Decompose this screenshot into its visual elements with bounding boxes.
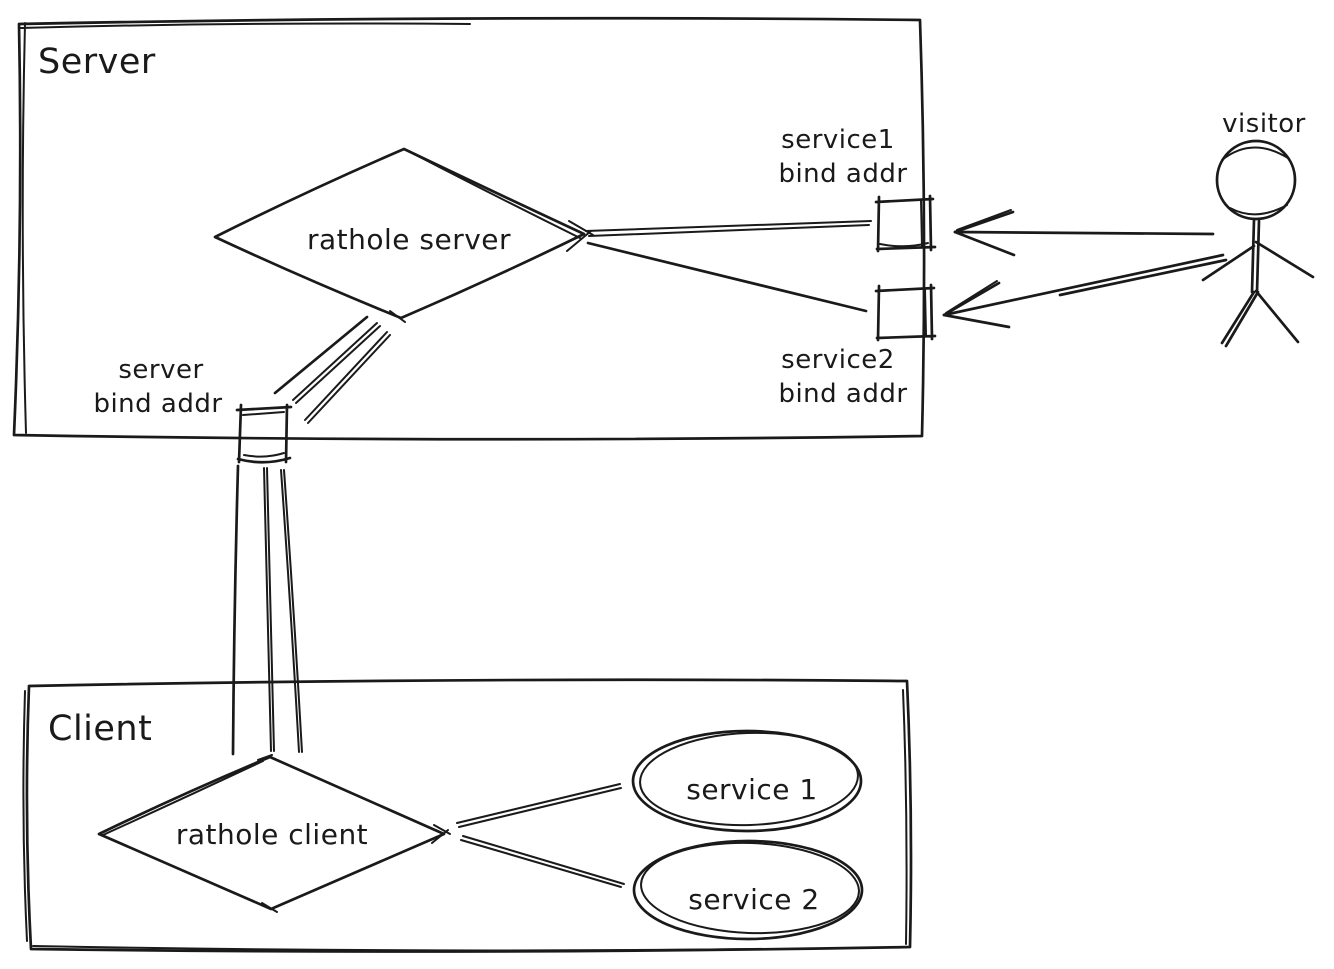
client-box: Client: [22, 678, 913, 953]
arrow-head-overdraw: [945, 280, 998, 314]
edge-rathole-server-to-service1-port: [585, 220, 872, 237]
service1-ellipse-overdraw: [639, 731, 859, 827]
edge-line: [586, 241, 868, 313]
service2-ellipse-overdraw: [640, 841, 860, 935]
server-box-border: [12, 16, 926, 441]
service2-node: service 2: [632, 839, 864, 941]
tunnel-line-1: [231, 464, 240, 756]
server-port-square: [235, 403, 293, 464]
server-box-border-overdraw: [19, 22, 471, 434]
tunnel-line-2: [263, 467, 275, 752]
client-box-border-overdraw: [22, 689, 908, 952]
server-box-label: Server: [38, 42, 156, 82]
edge-line: [460, 835, 625, 888]
visitor-arms: [1201, 240, 1315, 282]
service1-ellipse: [631, 729, 863, 833]
edge-rathole-server-to-bind-port: [273, 315, 391, 424]
service2-port-label-line2: bind addr: [778, 379, 907, 409]
server-port-square-overdraw: [242, 411, 285, 458]
hatch-line-1: [273, 315, 369, 395]
service1-port-label-line1: service1: [781, 125, 895, 155]
rathole-server-diamond: [213, 147, 586, 320]
server-port-label-line1: server: [118, 355, 203, 385]
edge-rathole-client-to-service2: [460, 835, 625, 888]
client-box-border: [25, 678, 913, 953]
rathole-client-node: rathole client: [97, 754, 451, 913]
edge-line: [585, 220, 872, 237]
visitor-body: [1250, 218, 1261, 294]
server-bind-addr-port: server bind addr: [93, 355, 293, 464]
service2-ellipse: [632, 839, 864, 941]
visitor-head-overdraw: [1221, 146, 1289, 216]
visitor-label: visitor: [1222, 109, 1306, 139]
edge-rathole-client-to-service1: [456, 783, 622, 828]
service2-port-square-overdraw: [924, 288, 927, 336]
hatch-line-2: [292, 322, 381, 404]
rathole-client-label: rathole client: [176, 818, 368, 851]
service1-port-square: [874, 194, 937, 253]
arrow-shaft: [942, 253, 1228, 317]
rathole-server-node: rathole server: [213, 147, 594, 323]
service1-bind-addr-port: service1 bind addr: [778, 125, 937, 253]
edge-line: [456, 783, 622, 828]
visitor-legs: [1220, 289, 1300, 348]
service2-bind-addr-port: service2 bind addr: [778, 283, 937, 409]
hatch-line-3: [304, 331, 391, 424]
edge-bind-port-to-rathole-client: [231, 464, 303, 756]
service2-node-label: service 2: [688, 883, 820, 916]
rathole-server-diamond-overdraw: [389, 153, 594, 323]
service1-node: service 1: [631, 729, 863, 833]
arrow-visitor-to-service2-port: [942, 253, 1228, 329]
service2-port-label-line1: service2: [781, 345, 895, 375]
server-box: Server: [12, 16, 926, 441]
service1-port-square-overdraw: [879, 199, 929, 248]
edge-rathole-server-to-service2-port: [586, 241, 868, 313]
rathole-server-label: rathole server: [307, 223, 511, 256]
visitor-head: [1215, 139, 1297, 221]
service1-port-label-line2: bind addr: [778, 159, 907, 189]
service2-port-square: [874, 283, 937, 342]
arrow-shaft: [953, 230, 1215, 236]
rathole-client-diamond-overdraw: [102, 754, 451, 913]
arrow-head: [953, 210, 1016, 257]
server-port-label-line2: bind addr: [93, 389, 222, 419]
client-box-label: Client: [48, 709, 152, 749]
service1-node-label: service 1: [686, 773, 818, 806]
tunnel-line-3: [280, 469, 303, 753]
arrow-head: [942, 281, 1011, 329]
visitor-figure: visitor: [1201, 109, 1315, 348]
arrow-visitor-to-service1-port: [953, 209, 1215, 257]
arrow-head-overdraw: [956, 209, 1012, 231]
